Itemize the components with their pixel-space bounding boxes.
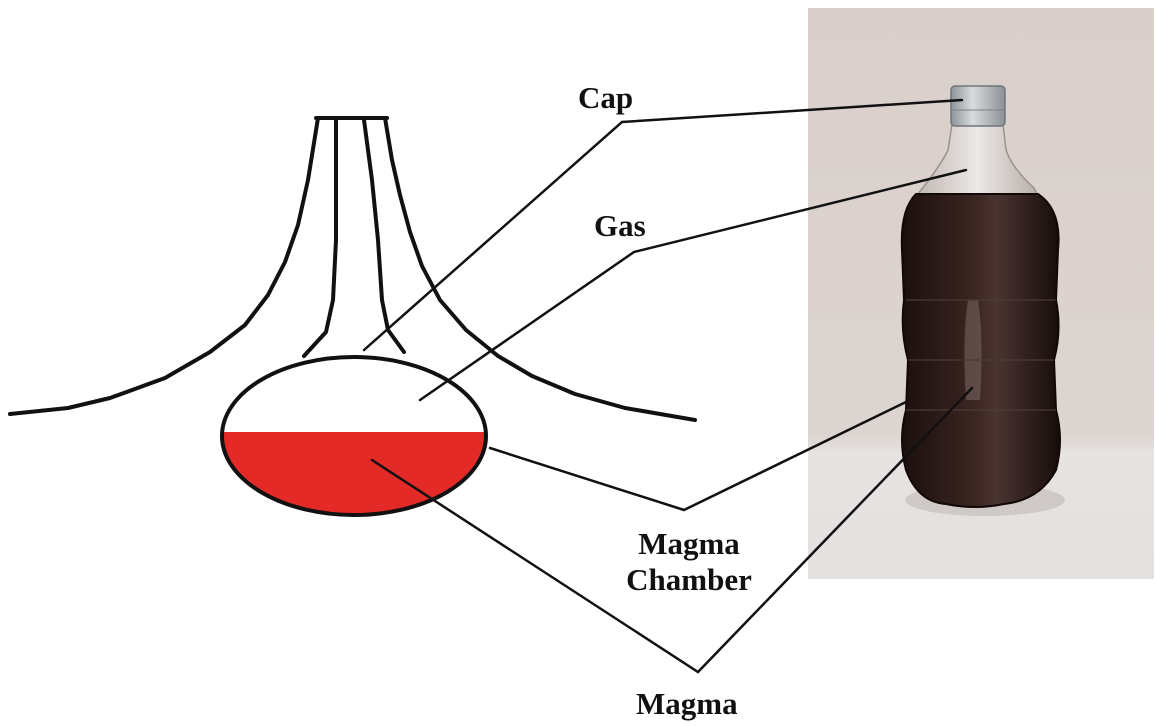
cap-label: Cap [578, 80, 633, 116]
bottle-photo [808, 8, 1154, 579]
volcano-left-flank [10, 118, 318, 414]
magma-chamber-label: Magma Chamber [604, 526, 774, 598]
volcano-right-flank [385, 118, 695, 420]
conduit-right [364, 120, 404, 352]
bottle-cap [951, 86, 1005, 126]
gas-label: Gas [594, 208, 646, 244]
volcano-drawing [10, 118, 695, 542]
magma-chamber-label-line1: Magma [604, 526, 774, 562]
conduit-left [304, 120, 336, 356]
bottle-highlight [964, 300, 981, 400]
magma-chamber-label-line2: Chamber [604, 562, 774, 598]
magma-label: Magma [636, 686, 738, 722]
